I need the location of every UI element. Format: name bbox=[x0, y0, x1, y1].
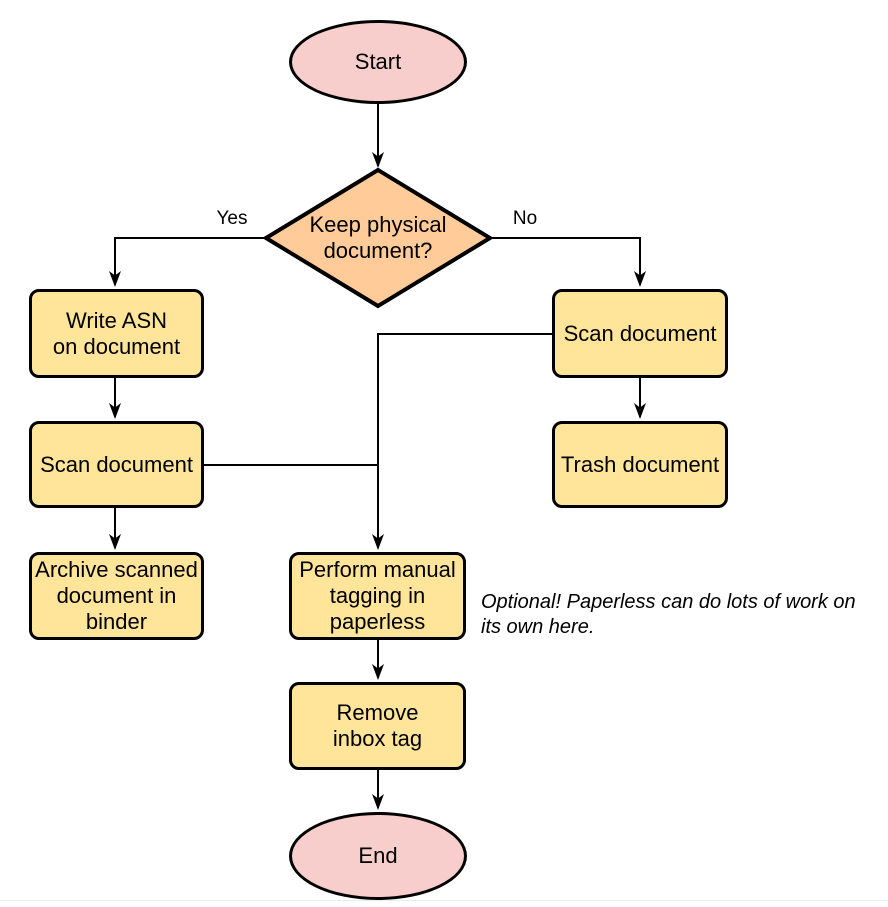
node-trash-document: Trash document bbox=[552, 421, 728, 508]
edge-scan-right-to-tagging bbox=[372, 333, 552, 550]
decision-diamond-shape bbox=[262, 167, 494, 309]
node-scan-document-left: Scan document bbox=[29, 421, 204, 508]
node-decision-label: Keep physical document? bbox=[309, 212, 447, 263]
page-bottom-divider bbox=[0, 900, 888, 901]
node-archive-in-binder: Archive scanned document in binder bbox=[29, 552, 204, 640]
edge-decision-yes-to-write-asn bbox=[109, 237, 266, 287]
optional-note-text: Optional! Paperless can do lots of work … bbox=[481, 591, 856, 638]
node-manual-tagging: Perform manual tagging in paperless bbox=[289, 552, 466, 640]
node-write-asn: Write ASN on document bbox=[29, 289, 204, 378]
node-remove-inbox-tag: Remove inbox tag bbox=[289, 682, 466, 770]
node-scan-document-right: Scan document bbox=[552, 289, 728, 378]
edge-label-no: No bbox=[498, 208, 552, 230]
edge-decision-no-to-scan-right bbox=[490, 237, 646, 287]
edge-label-yes: Yes bbox=[205, 208, 259, 230]
node-start: Start bbox=[289, 20, 467, 104]
node-end: End bbox=[289, 812, 467, 900]
